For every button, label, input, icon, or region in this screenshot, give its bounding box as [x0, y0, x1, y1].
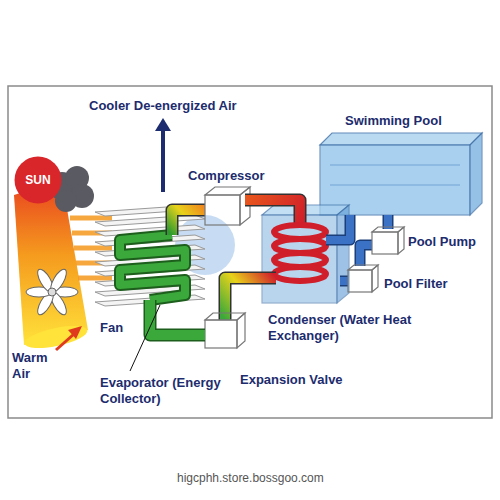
air-flow-label: Cooler De-energized Air: [89, 98, 237, 114]
node-text: SUN: [25, 173, 50, 187]
part-name: Compressor: [188, 168, 265, 184]
sun-circle: SUN: [14, 156, 62, 204]
air-flow-label: Warm Air: [12, 350, 57, 382]
part-name: Swimming Pool: [345, 113, 442, 129]
part-name: Expansion Valve: [240, 372, 343, 388]
part-name: Pool Filter: [384, 276, 448, 292]
part-name: Condenser (Water Heat Exchanger): [268, 312, 438, 344]
part-name: Fan: [100, 320, 123, 336]
part-name: Evaporator (Energy Collector): [100, 375, 230, 407]
node-outline: [15, 157, 62, 204]
watermark: higcphh.store.bossgoo.com: [177, 470, 324, 486]
part-name: Pool Pump: [408, 234, 476, 250]
